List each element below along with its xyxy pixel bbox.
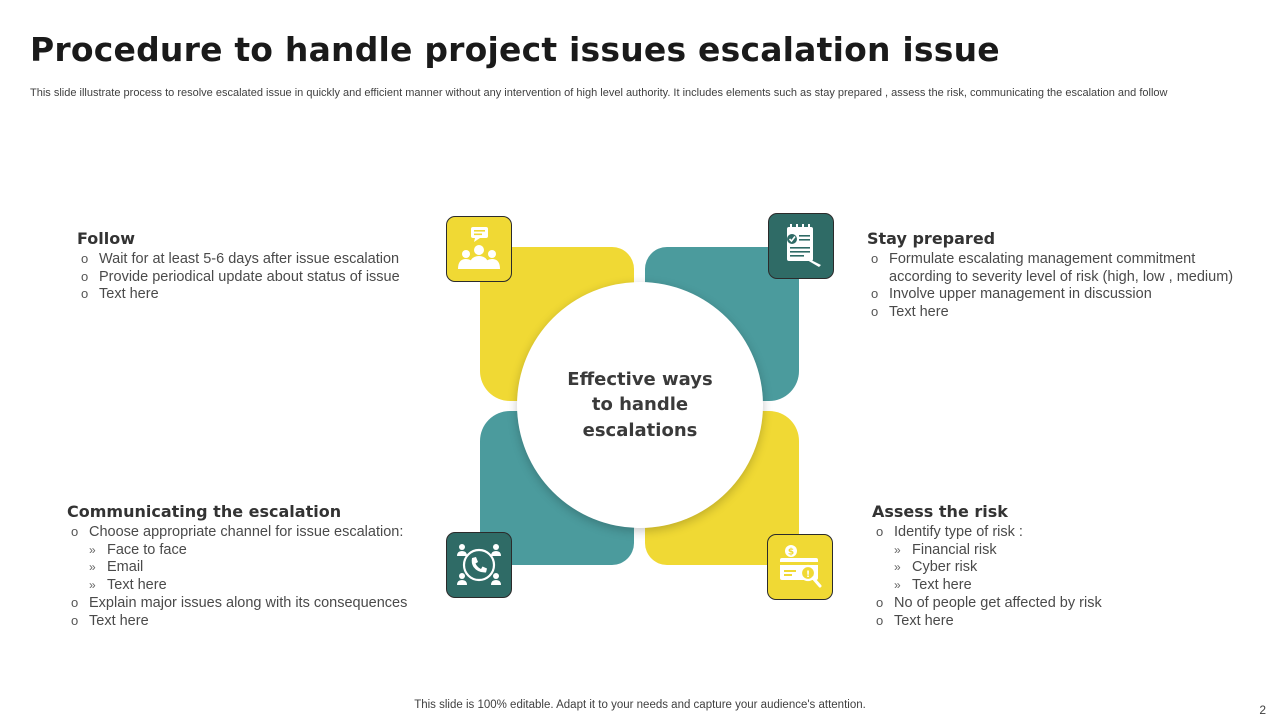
list-item: No of people get affected by risk	[872, 594, 1252, 613]
sub-list-item: Face to face	[67, 542, 437, 560]
page-number: 2	[1259, 703, 1266, 717]
list-item: Formulate escalating management commitme…	[867, 250, 1257, 286]
list-item: Text here	[77, 285, 437, 304]
list-item: Involve upper management in discussion	[867, 285, 1257, 304]
stay-prepared-block: Stay prepared Formulate escalating manag…	[867, 229, 1257, 322]
sub-list-item: Text here	[67, 577, 437, 595]
sub-list-item: Text here	[872, 577, 1252, 595]
list-item: Identify type of risk :	[872, 523, 1252, 542]
follow-block: Follow Wait for at least 5-6 days after …	[77, 229, 437, 304]
communicating-list: Choose appropriate channel for issue esc…	[67, 523, 437, 631]
list-item: Provide periodical update about status o…	[77, 268, 437, 287]
footer-note: This slide is 100% editable. Adapt it to…	[414, 699, 866, 711]
communicating-block: Communicating the escalation Choose appr…	[67, 502, 437, 630]
list-item: Text here	[67, 612, 437, 631]
assess-list: Identify type of risk : Financial risk C…	[872, 523, 1252, 631]
list-item: Wait for at least 5-6 days after issue e…	[77, 250, 437, 269]
follow-list: Wait for at least 5-6 days after issue e…	[77, 250, 437, 304]
sub-list-item: Financial risk	[872, 542, 1252, 560]
sub-list-item: Cyber risk	[872, 559, 1252, 577]
stay-prepared-heading: Stay prepared	[867, 229, 996, 248]
slide-subtitle: This slide illustrate process to resolve…	[30, 87, 1168, 99]
list-item: Explain major issues along with its cons…	[67, 594, 437, 613]
communicating-heading: Communicating the escalation	[67, 502, 342, 521]
checklist-document-icon	[768, 213, 834, 279]
slide-title: Procedure to handle project issues escal…	[30, 30, 1000, 69]
assess-block: Assess the risk Identify type of risk : …	[872, 502, 1252, 630]
sub-list-item: Email	[67, 559, 437, 577]
svg-text:!: !	[806, 570, 810, 580]
team-chat-icon	[446, 216, 512, 282]
center-label: Effective ways to handle escalations	[567, 368, 713, 441]
list-item: Text here	[867, 303, 1257, 322]
stay-prepared-list: Formulate escalating management commitme…	[867, 250, 1257, 322]
phone-network-icon	[446, 532, 512, 598]
list-item: Choose appropriate channel for issue esc…	[67, 523, 437, 542]
payment-card-search-icon: $ !	[767, 534, 833, 600]
list-item: Text here	[872, 612, 1252, 631]
follow-heading: Follow	[77, 229, 136, 248]
center-circle: Effective ways to handle escalations	[517, 282, 763, 528]
assess-heading: Assess the risk	[872, 502, 1008, 521]
svg-text:$: $	[788, 548, 794, 558]
